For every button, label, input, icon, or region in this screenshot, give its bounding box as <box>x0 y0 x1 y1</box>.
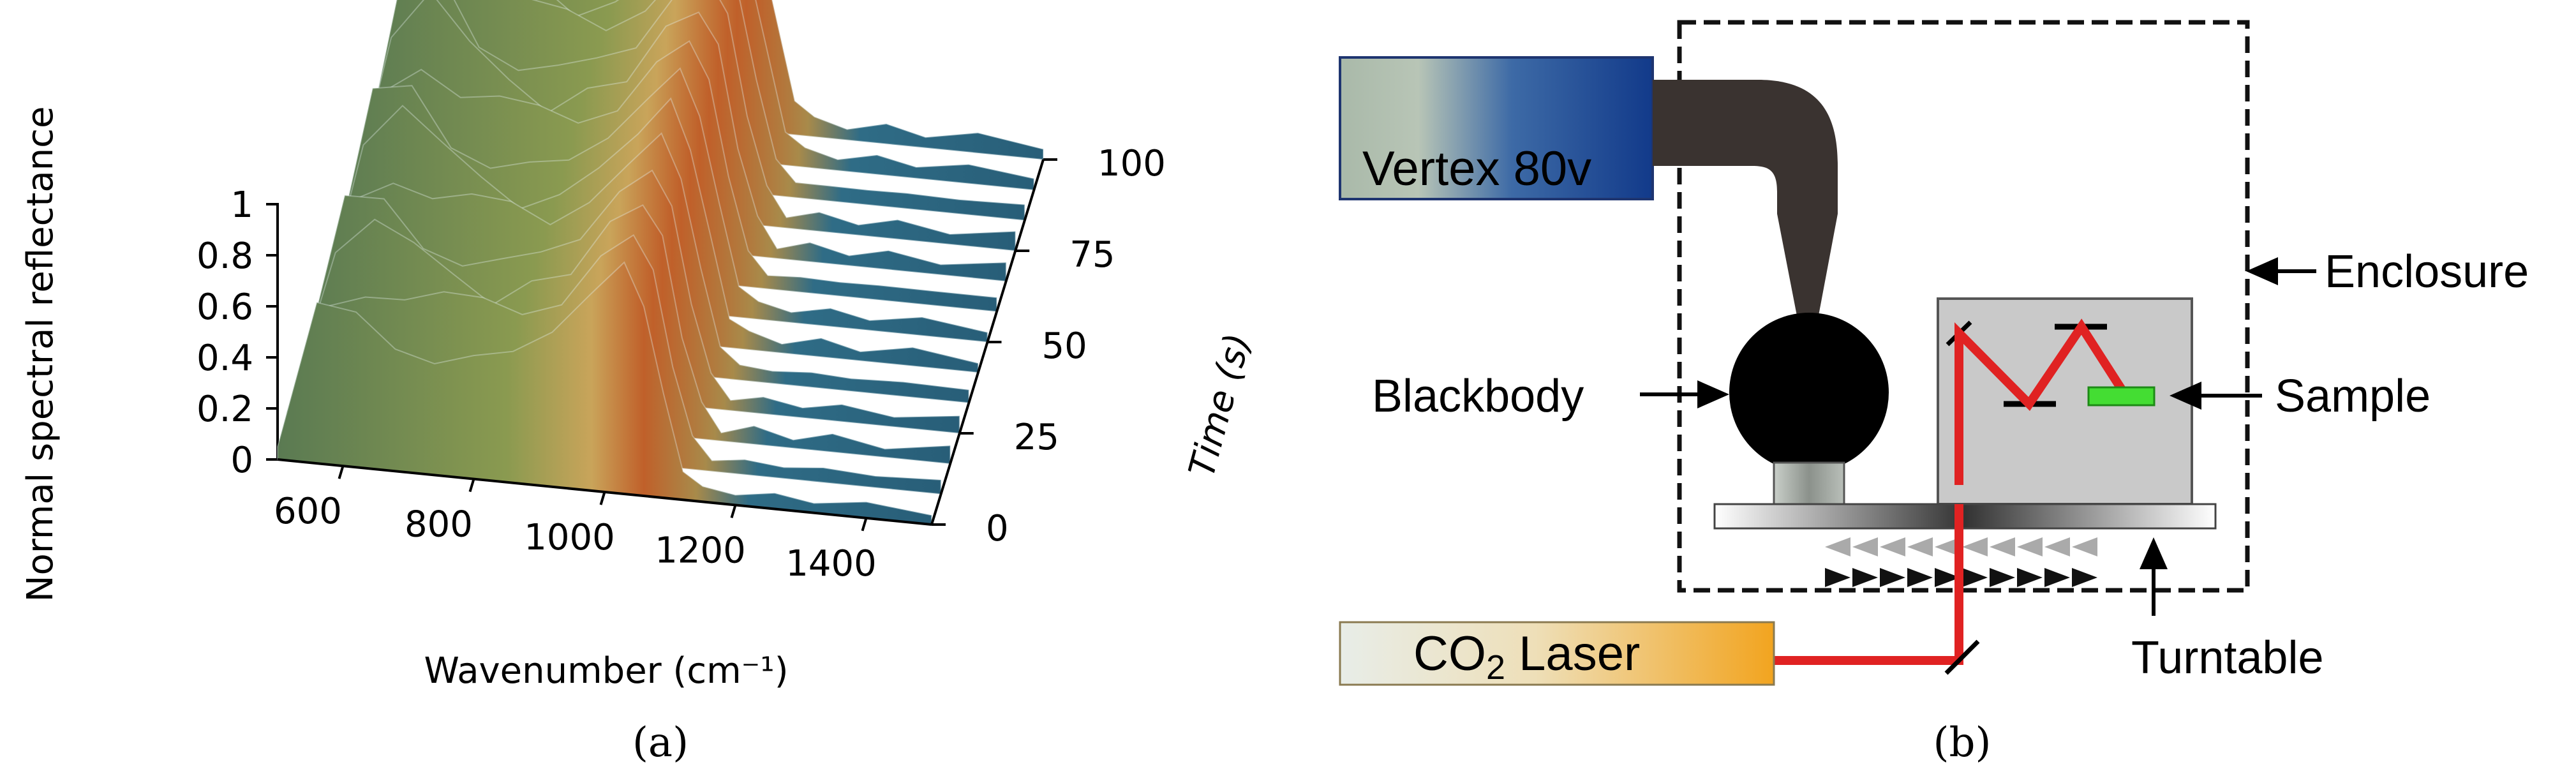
turntable <box>1713 503 2217 530</box>
z-tick-label: 0.6 <box>197 287 253 328</box>
surface-slice <box>277 261 932 526</box>
x-tick-mark <box>468 479 475 493</box>
rotation-arrow-back <box>1962 537 1988 556</box>
rotation-arrows <box>1825 537 2097 587</box>
rotation-arrow-back <box>1852 537 1878 556</box>
x-tick-mark <box>861 518 868 532</box>
rotation-arrow-back <box>2072 537 2097 556</box>
optical-duct <box>1653 80 1838 214</box>
sample-callout: Sample <box>2170 371 2431 422</box>
rotation-arrow-front <box>1880 568 1905 587</box>
rotation-arrow-back <box>1825 537 1850 556</box>
sample-piece <box>2087 386 2155 406</box>
x-tick-label: 1000 <box>524 517 615 558</box>
z-tick-label: 0.8 <box>197 235 253 277</box>
panel-a: 0 0.2 0.4 0.6 0.8 1 600 800 1000 1200 1400 0 25 50 7… <box>20 0 1259 766</box>
vertex-80v-label: Vertex 80v <box>1362 142 1591 196</box>
y-tick-label: 0 <box>986 508 1009 549</box>
y-tick-label: 100 <box>1098 143 1166 184</box>
rotation-arrow-back <box>1907 537 1933 556</box>
x-tick-mark <box>730 504 737 518</box>
blackbody-callout: Blackbody <box>1372 371 1729 422</box>
z-tick-label: 1 <box>230 184 253 226</box>
co2-laser-label-sub: 2 <box>1486 648 1505 687</box>
blackbody-sphere <box>1729 313 1889 472</box>
y-tick-label: 75 <box>1069 234 1115 276</box>
x-tick-mark <box>338 465 345 479</box>
rotation-arrow-front <box>1907 568 1933 587</box>
co2-laser-label-rest: Laser <box>1505 627 1640 681</box>
rotation-arrow-back <box>1935 537 1960 556</box>
x-tick-label: 1400 <box>785 543 877 585</box>
y-tick-label: 50 <box>1042 325 1087 367</box>
z-tick-label: 0.4 <box>197 338 253 379</box>
panel-b: Vertex 80v CO2 Laser Enclosure <box>1339 20 2529 766</box>
duct-cone <box>1777 214 1838 322</box>
turntable-label: Turntable <box>2131 632 2324 683</box>
y-tick-label: 25 <box>1014 417 1059 458</box>
rotation-arrow-back <box>2017 537 2043 556</box>
rotation-arrow-back <box>1990 537 2015 556</box>
x-tick-label: 600 <box>274 491 342 532</box>
rotation-arrow-front <box>2072 568 2097 587</box>
x-tick-label: 1200 <box>655 530 746 571</box>
vertex-80v-box <box>1339 56 1654 200</box>
blackbody-stand <box>1773 461 1845 505</box>
rotation-arrow-front <box>1852 568 1878 587</box>
y-axis-title: Time (s) <box>1181 329 1259 481</box>
y-axis-ticks: 0 25 50 75 100 <box>932 143 1166 549</box>
rotation-arrow-front <box>1990 568 2015 587</box>
rotation-arrow-front <box>1825 568 1850 587</box>
turntable-callout: Turntable <box>2131 537 2324 683</box>
rotation-arrow-back <box>1880 537 1905 556</box>
z-tick-label: 0 <box>230 440 253 481</box>
co2-laser-label: CO2 Laser <box>1413 627 1640 687</box>
z-axis-ticks: 0 0.2 0.4 0.6 0.8 1 <box>197 184 278 481</box>
panel-a-caption: (a) <box>632 719 689 766</box>
enclosure-label: Enclosure <box>2325 246 2529 297</box>
rotation-arrow-back <box>2044 537 2070 556</box>
co2-laser-label-main: CO <box>1413 627 1486 681</box>
x-tick-mark <box>599 491 606 505</box>
sample-label: Sample <box>2275 371 2431 422</box>
mirror-lower <box>1944 639 1980 675</box>
rotation-arrow-front <box>1962 568 1988 587</box>
rotation-arrow-front <box>2044 568 2070 587</box>
blackbody-label: Blackbody <box>1372 371 1584 422</box>
rotation-arrow-front <box>2017 568 2043 587</box>
z-axis-title: Normal spectral reflectance <box>20 107 61 602</box>
z-tick-label: 0.2 <box>197 389 253 430</box>
reflectance-surface <box>277 0 1044 526</box>
co2-laser-box <box>1339 621 1775 686</box>
x-axis-ticks: 600 800 1000 1200 1400 <box>274 465 877 585</box>
enclosure-callout: Enclosure <box>2246 246 2529 297</box>
x-tick-label: 800 <box>405 504 473 546</box>
panel-b-caption: (b) <box>1933 719 1992 766</box>
rotation-arrow-front <box>1935 568 1960 587</box>
x-axis-title: Wavenumber (cm⁻¹) <box>424 650 788 692</box>
laser-beam-internal <box>1954 318 2129 485</box>
